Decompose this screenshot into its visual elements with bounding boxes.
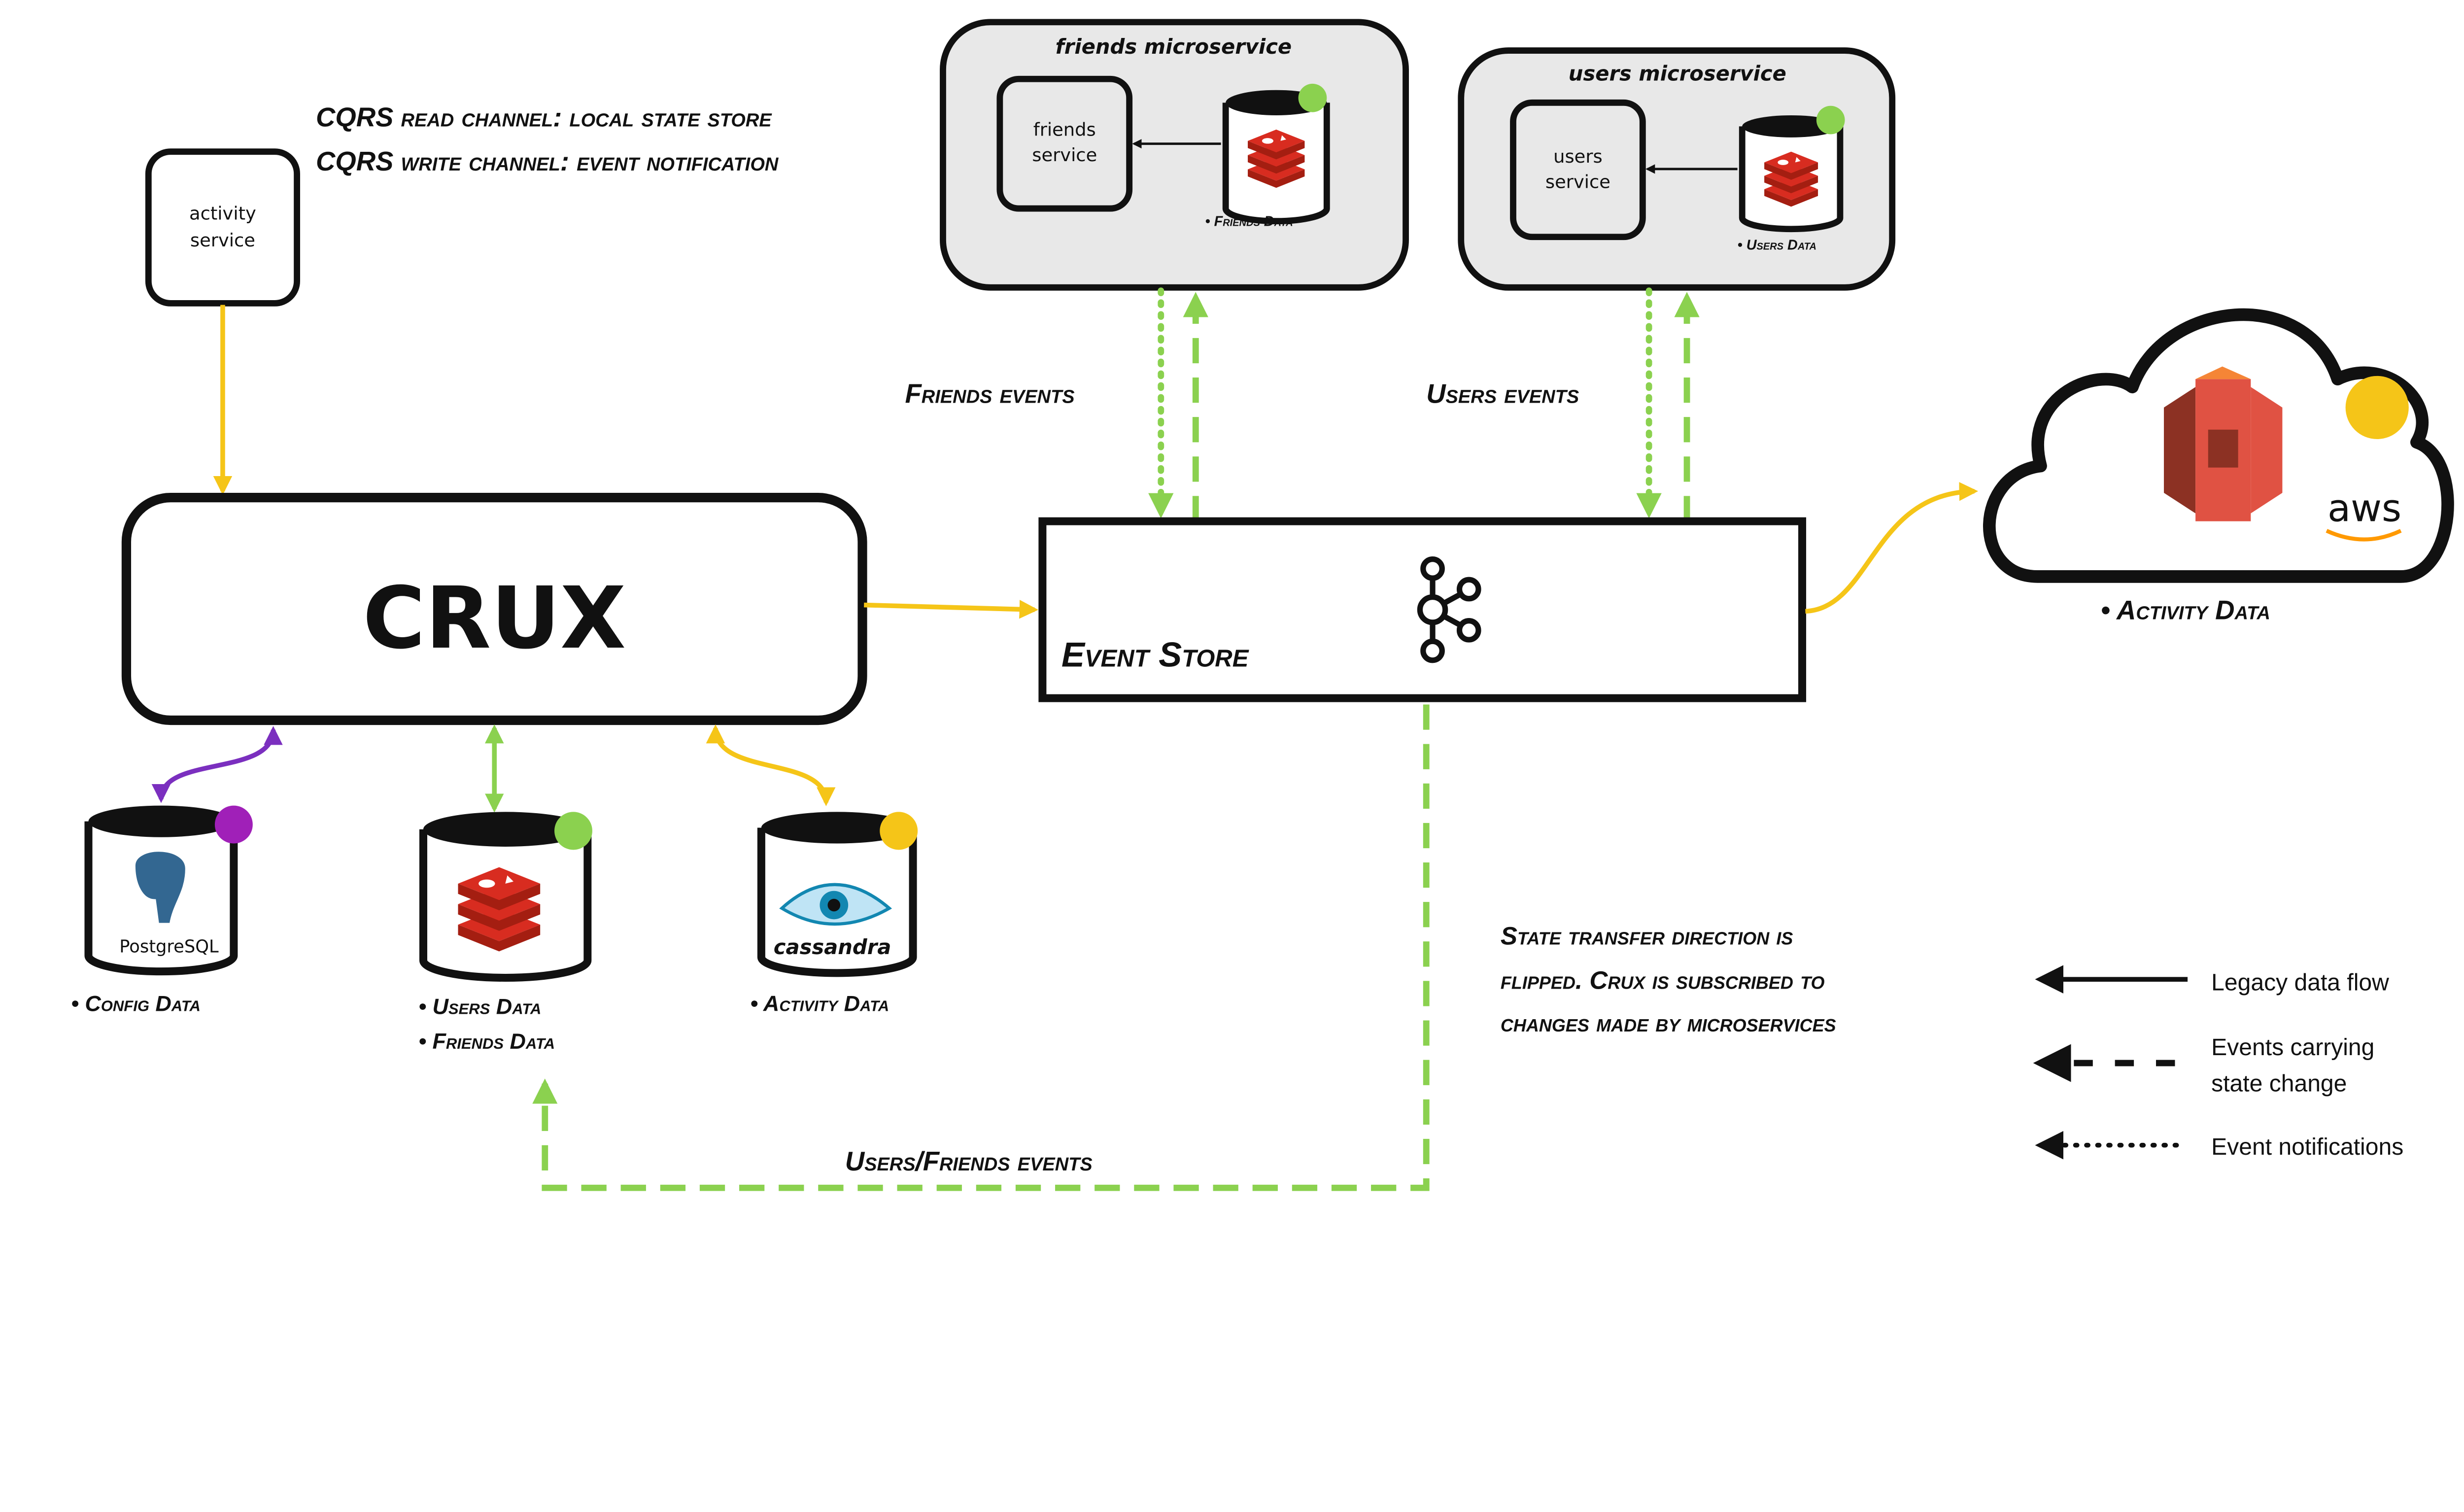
- legend: Legacy data flow Events carrying state c…: [2033, 965, 2403, 1160]
- activity-service-label: activity: [189, 203, 256, 224]
- activity-data-label: • Activity Data: [750, 991, 889, 1016]
- users-data-label: • Users Data: [1738, 237, 1816, 253]
- friends-microservice[interactable]: friends microservice friends service • F…: [940, 19, 1409, 291]
- activity-data-cloud-label: • Activity Data: [2101, 595, 2270, 625]
- users-events-label: Users events: [1426, 378, 1579, 409]
- event-store-label: Event Store: [1061, 635, 1249, 674]
- flipped-note-line: changes made by microservices: [1501, 1009, 1836, 1037]
- users-service-box[interactable]: [1510, 99, 1646, 241]
- cassandra-eye-icon: [779, 883, 892, 926]
- friends-service-label: friends: [1033, 119, 1096, 140]
- kafka-icon: [1417, 556, 1481, 663]
- postgres-db[interactable]: PostgreSQL: [84, 805, 253, 976]
- legend-label: Legacy data flow: [2211, 969, 2389, 996]
- event-store-node[interactable]: Event Store: [1038, 517, 1807, 702]
- postgresql-elephant-icon: [133, 849, 188, 926]
- friends-microservice-title: friends microservice: [1056, 34, 1292, 59]
- status-dot: [554, 812, 592, 850]
- users-service-label: users: [1553, 146, 1603, 167]
- s3-icon: [2164, 366, 2283, 521]
- users-friends-events-arrow: [532, 704, 1430, 1191]
- users-db-cylinder: [1739, 105, 1845, 233]
- cassandra-crux-arrow: [706, 724, 836, 806]
- redis-icon: [1248, 129, 1305, 188]
- friends-service-label: service: [1032, 144, 1097, 166]
- flipped-note-line: flipped. Crux is subscribed to: [1501, 966, 1825, 994]
- cassandra-db[interactable]: cassandra: [757, 812, 918, 977]
- cqrs-read-note: CQRS read channel: local state store: [316, 102, 772, 132]
- activity-service-label: service: [190, 230, 255, 251]
- users-microservice-title: users microservice: [1569, 61, 1786, 85]
- redis-db[interactable]: [419, 812, 592, 982]
- architecture-diagram: CQRS read channel: local state store CQR…: [71, 19, 2454, 1191]
- crux-label: CRUX: [363, 568, 626, 668]
- aws-logo-text: aws: [2327, 487, 2401, 531]
- legend-label: Event notifications: [2211, 1134, 2403, 1160]
- redis-icon: [458, 867, 541, 952]
- cqrs-write-note: CQRS write channel: event notification: [316, 146, 779, 176]
- postgresql-logo-text: PostgreSQL: [119, 937, 219, 957]
- crux-to-event-store-arrow: [864, 600, 1039, 619]
- status-dot: [214, 805, 253, 844]
- flipped-note-line: State transfer direction is: [1501, 922, 1793, 950]
- legend-label: Events carrying: [2211, 1034, 2374, 1061]
- event-store-to-s3-arrow: [1805, 482, 1979, 614]
- status-dot: [1816, 105, 1845, 135]
- legend-label: state change: [2211, 1070, 2347, 1097]
- crux-node[interactable]: CRUX: [121, 492, 867, 725]
- users-service-label: service: [1545, 171, 1610, 192]
- friends-data-label: • Friends Data: [418, 1029, 555, 1054]
- users-microservice[interactable]: users microservice users service • Users…: [1458, 47, 1896, 291]
- users-friends-events-label: Users/Friends events: [845, 1146, 1093, 1176]
- activity-service-node[interactable]: activity service: [145, 148, 300, 307]
- postgres-crux-arrow: [151, 726, 283, 803]
- aws-cloud[interactable]: aws: [1983, 308, 2454, 583]
- status-dot: [880, 812, 918, 850]
- friends-db-cylinder: [1222, 83, 1330, 225]
- friends-data-label: • Friends Data: [1205, 213, 1293, 229]
- friends-service-box[interactable]: [996, 75, 1133, 212]
- config-data-label: • Config Data: [71, 991, 201, 1016]
- status-dot: [1298, 83, 1327, 112]
- users-data-label: • Users Data: [418, 994, 541, 1019]
- aws-smile-icon: [2326, 529, 2402, 542]
- redis-icon: [1764, 151, 1818, 207]
- friends-events-label: Friends events: [905, 378, 1075, 409]
- cassandra-logo-text: cassandra: [774, 935, 891, 959]
- status-dot: [2345, 376, 2409, 440]
